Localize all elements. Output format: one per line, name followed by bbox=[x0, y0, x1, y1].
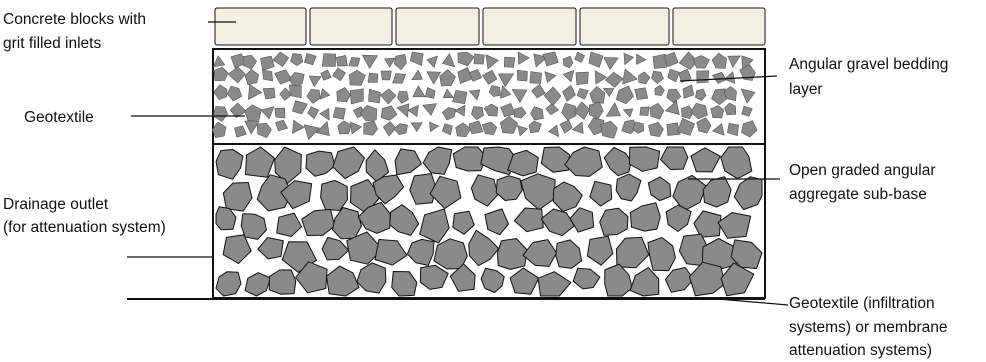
concrete-block bbox=[673, 8, 765, 45]
gravel-particle bbox=[336, 55, 347, 66]
concrete-block bbox=[580, 8, 669, 45]
concrete-block bbox=[483, 8, 576, 45]
aggregate-stone bbox=[321, 180, 348, 210]
concrete-block-row bbox=[215, 8, 765, 45]
gravel-particle bbox=[697, 71, 709, 83]
gravel-particle bbox=[635, 88, 648, 100]
gravel-particle bbox=[381, 71, 391, 80]
gravel-particle bbox=[350, 89, 363, 104]
label-concrete-blocks: Concrete blocks with grit filled inlets bbox=[3, 11, 150, 52]
gravel-particle bbox=[517, 70, 527, 81]
label-drainage-outlet: Drainage outlet (for attenuation system) bbox=[3, 196, 166, 236]
aggregate-stone bbox=[410, 174, 436, 205]
gravel-particle bbox=[576, 72, 588, 85]
concrete-block bbox=[310, 8, 392, 45]
gravel-particle bbox=[333, 107, 345, 119]
gravel-particle bbox=[289, 85, 301, 98]
aggregate-stone bbox=[269, 270, 296, 294]
label-geotextile-top: Geotextile bbox=[24, 109, 94, 126]
gravel-particle bbox=[322, 54, 336, 67]
label-gravel-bedding: Angular gravel bedding layer bbox=[789, 56, 953, 98]
concrete-block bbox=[396, 8, 479, 45]
gravel-particle bbox=[474, 54, 484, 64]
gravel-particle bbox=[504, 57, 515, 67]
concrete-block bbox=[215, 8, 306, 45]
gravel-particle bbox=[275, 108, 285, 118]
gravel-particle bbox=[530, 72, 542, 84]
gravel-particle bbox=[640, 107, 649, 116]
label-geotextile-bottom: Geotextile (infiltration systems) or mem… bbox=[789, 295, 952, 359]
label-sub-base: Open graded angular aggregate sub-base bbox=[789, 162, 940, 203]
gravel-particle bbox=[368, 73, 378, 82]
gravel-particle bbox=[263, 70, 273, 81]
